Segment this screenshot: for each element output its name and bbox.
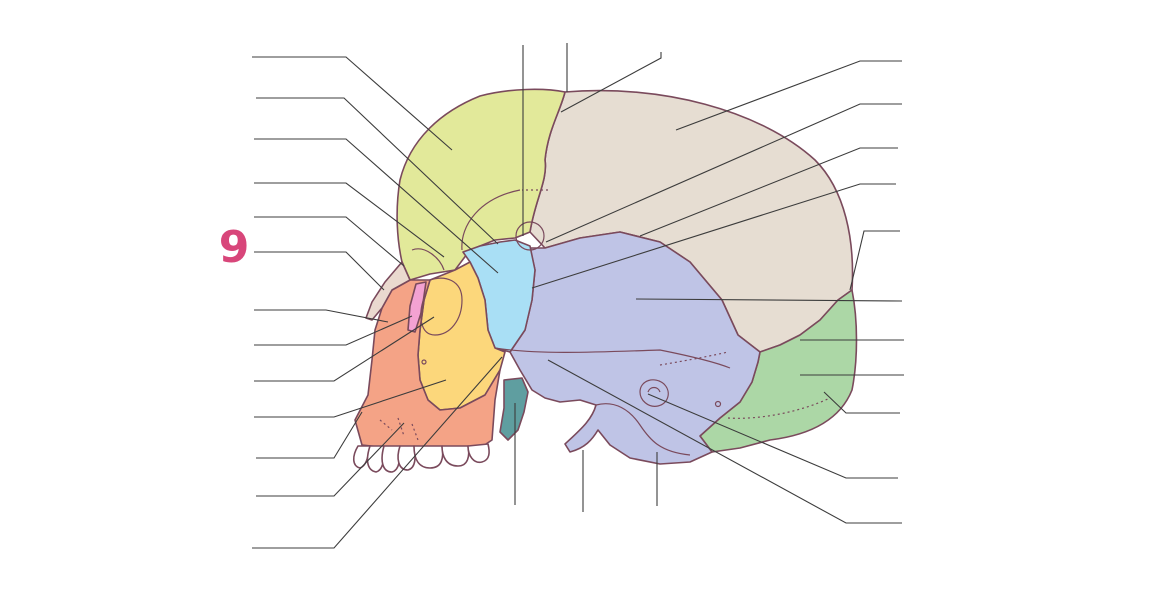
external-acoustic-meatus (639, 379, 669, 407)
temporal-line (461, 189, 521, 251)
leader-line (256, 411, 363, 459)
leader-line (635, 298, 903, 302)
leader-line (256, 422, 405, 497)
zygomatic-arch (494, 347, 731, 369)
tooth (381, 445, 401, 473)
figure-number: 9 (218, 222, 250, 273)
mastoid-curve (595, 403, 691, 456)
occipital-dotted-line (727, 397, 831, 419)
leader-line (254, 182, 445, 258)
leader-line (254, 216, 405, 267)
leader-line (254, 309, 389, 323)
leader-line (647, 393, 898, 479)
leader-line (252, 56, 453, 151)
inferior-temporal-line (659, 351, 729, 366)
leader-line (254, 251, 385, 291)
leader-line (545, 103, 902, 243)
leader-line (256, 97, 499, 245)
orbit-rim (420, 277, 463, 336)
leader-line (547, 359, 902, 524)
temporal-bone (509, 231, 761, 465)
leader-line (254, 379, 447, 418)
leader-line (823, 391, 900, 414)
tooth (467, 443, 490, 464)
mastoid-foramen (714, 400, 722, 408)
leader-line (531, 183, 896, 289)
leader-line (252, 356, 503, 549)
leader-line (849, 230, 900, 291)
external-acoustic-inner (647, 386, 661, 393)
pterion-circle (515, 221, 545, 251)
leader-line (639, 147, 898, 237)
tooth (413, 445, 444, 469)
leader-line (254, 138, 499, 274)
leader-line (254, 316, 435, 382)
tooth (441, 445, 470, 467)
leader-line (254, 315, 413, 346)
lacrimal-bone (407, 281, 427, 333)
leader-line (675, 60, 902, 131)
mandible-ramus (499, 377, 529, 441)
nasal-bone (365, 261, 411, 321)
maxilla-bone (354, 279, 501, 449)
infraorbital-foramen (421, 359, 427, 365)
maxilla-detail (379, 417, 419, 441)
brow-line (411, 248, 445, 271)
teeth-row (352, 443, 490, 473)
leader-line (560, 52, 662, 113)
leader-lines (252, 43, 904, 549)
